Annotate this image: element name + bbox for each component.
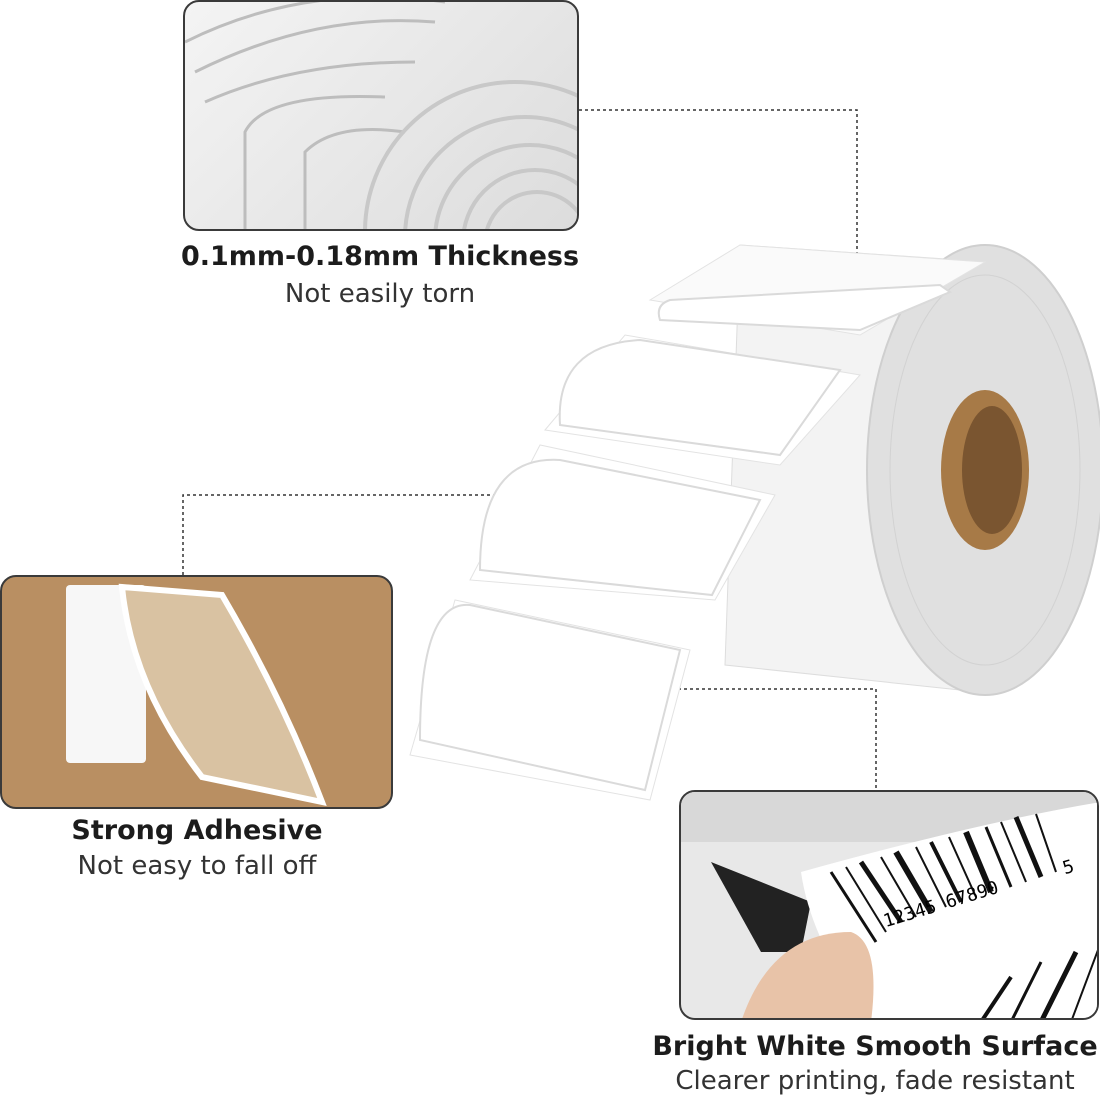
printing-photo: 12345 67890 5 — [679, 790, 1099, 1020]
adhesive-photo — [0, 575, 393, 809]
feature-subtitle-surface: Clearer printing, fade resistant — [675, 1066, 1075, 1096]
label-stickers — [418, 283, 953, 792]
feature-title-adhesive: Strong Adhesive — [71, 815, 323, 846]
feature-subtitle-adhesive: Not easy to fall off — [77, 851, 317, 881]
connector-lines — [182, 109, 877, 790]
barcode-bars — [829, 813, 1097, 1018]
barcode-printer-illustration — [681, 792, 1097, 1018]
hand — [742, 932, 874, 1018]
thickness-photo — [183, 0, 579, 231]
feature-title-thickness: 0.1mm-0.18mm Thickness — [180, 241, 580, 272]
peeled-label-illustration — [66, 583, 327, 807]
stacked-rolls-illustration — [185, 2, 577, 229]
feature-subtitle-thickness: Not easily torn — [284, 279, 476, 309]
feature-title-surface: Bright White Smooth Surface — [652, 1031, 1098, 1062]
